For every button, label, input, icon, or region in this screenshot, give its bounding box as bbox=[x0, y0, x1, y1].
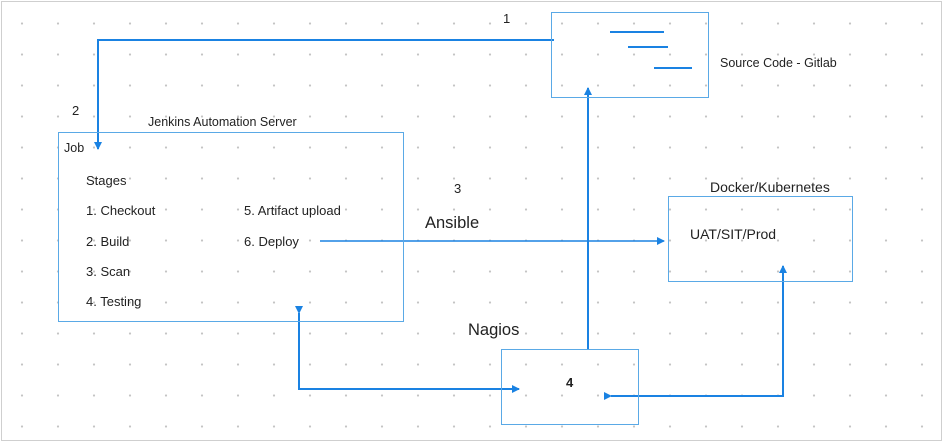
gitlab-label: Source Code - Gitlab bbox=[720, 56, 837, 70]
stage-artifact-upload: 5. Artifact upload bbox=[244, 203, 341, 218]
arrow-nagios-docker-bidirectional bbox=[604, 265, 787, 400]
stage-build: 2. Build bbox=[86, 234, 130, 249]
env-label: UAT/SIT/Prod bbox=[690, 226, 777, 242]
nagios-box[interactable] bbox=[501, 349, 639, 425]
jenkins-title: Jenkins Automation Server bbox=[148, 115, 297, 129]
step-1-label: 1 bbox=[503, 11, 511, 26]
nagios-title: Nagios bbox=[468, 321, 520, 339]
arrow-gitlab-to-jenkins bbox=[94, 39, 554, 150]
gitlab-box[interactable] bbox=[551, 12, 709, 98]
stage-checkout: 1. Checkout bbox=[86, 203, 156, 218]
stages-heading: Stages bbox=[86, 173, 127, 188]
ansible-label: Ansible bbox=[425, 214, 480, 232]
docker-box[interactable] bbox=[668, 196, 853, 282]
nagios-step-number: 4 bbox=[566, 375, 574, 390]
arrow-jenkins-nagios-bidirectional bbox=[295, 306, 520, 393]
stage-testing: 4. Testing bbox=[86, 294, 142, 309]
jenkins-box[interactable] bbox=[58, 132, 404, 322]
step-3-label: 3 bbox=[454, 181, 462, 196]
stage-deploy: 6. Deploy bbox=[244, 234, 299, 249]
step-2-label: 2 bbox=[72, 103, 80, 118]
stage-scan: 3. Scan bbox=[86, 264, 131, 279]
document-lines-icon bbox=[610, 31, 692, 69]
job-label: Job bbox=[64, 141, 85, 155]
docker-title: Docker/Kubernetes bbox=[710, 179, 830, 195]
